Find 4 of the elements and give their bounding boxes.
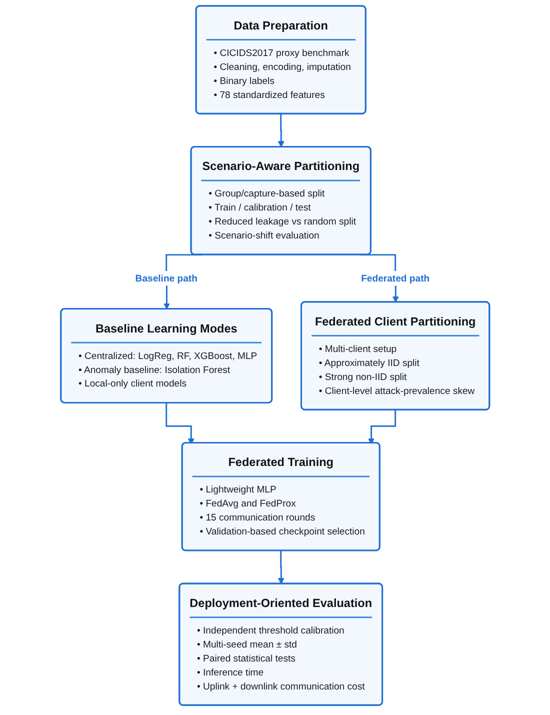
edge-label: Federated path xyxy=(360,272,430,284)
arrow xyxy=(278,550,284,584)
arrow xyxy=(278,113,284,148)
edge-label: Baseline path xyxy=(135,272,198,284)
